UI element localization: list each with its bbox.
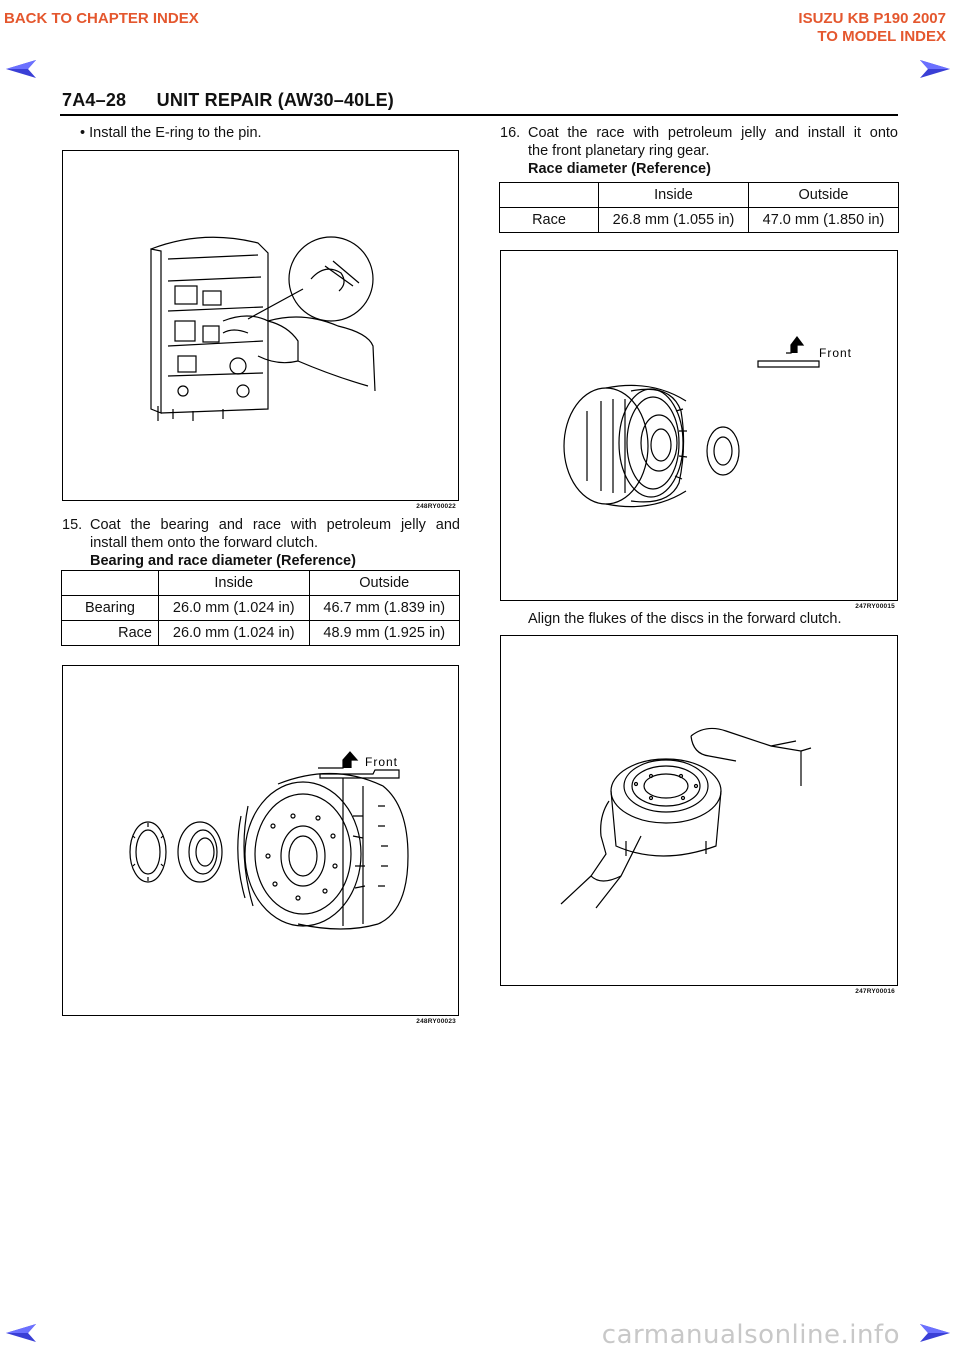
table-row: Bearing 26.0 mm (1.024 in) 46.7 mm (1.83… bbox=[61, 595, 460, 621]
table-header-cell: Outside bbox=[748, 182, 899, 208]
planetary-ring-gear-illustration: Front bbox=[563, 336, 852, 508]
forward-clutch-illustration: Front bbox=[129, 751, 409, 930]
front-label: Front bbox=[819, 346, 852, 360]
table-cell: 48.9 mm (1.925 in) bbox=[308, 620, 460, 646]
table-cell: 26.0 mm (1.024 in) bbox=[158, 620, 310, 646]
table-header-cell: Inside bbox=[158, 570, 310, 596]
front-label: Front bbox=[365, 755, 398, 769]
table-2-title: Race diameter (Reference) bbox=[528, 161, 711, 177]
race-diameter-table: Inside Outside Race 26.8 mm (1.055 in) 4… bbox=[499, 182, 899, 233]
figure-code: 247RY00015 bbox=[855, 603, 895, 610]
header-divider bbox=[60, 114, 898, 116]
page-title: UNIT REPAIR (AW30–40LE) bbox=[156, 90, 394, 110]
model-title: ISUZU KB P190 2007 bbox=[798, 10, 946, 27]
table-cell: Race bbox=[61, 620, 159, 646]
table-cell: 26.0 mm (1.024 in) bbox=[158, 595, 310, 621]
figure-code: 248RY00023 bbox=[416, 1018, 456, 1025]
table-cell: Bearing bbox=[61, 595, 159, 621]
back-to-chapter-index-link[interactable]: BACK TO CHAPTER INDEX bbox=[4, 10, 199, 27]
table-cell: 47.0 mm (1.850 in) bbox=[748, 207, 899, 233]
step-number: 15. bbox=[62, 517, 83, 533]
step-15-line-1: Coat the bearing and race with petroleum… bbox=[90, 517, 460, 533]
table-1-title: Bearing and race diameter (Reference) bbox=[90, 553, 356, 569]
table-header-row: Inside Outside bbox=[61, 570, 460, 596]
table-header-cell bbox=[61, 570, 159, 596]
next-page-arrow-bottom-icon[interactable] bbox=[920, 1324, 950, 1342]
figure-forward-clutch-bearing: Front 248RY00023 bbox=[62, 665, 459, 1025]
table-row: Race 26.8 mm (1.055 in) 47.0 mm (1.850 i… bbox=[499, 207, 899, 233]
e-ring-illustration bbox=[150, 236, 376, 421]
figure-code: 248RY00022 bbox=[416, 503, 456, 510]
step-15-line-2: install them onto the forward clutch. bbox=[90, 535, 319, 551]
figure-front-planetary-race: Front 247RY00015 bbox=[500, 250, 898, 610]
table-header-row: Inside Outside bbox=[499, 182, 899, 208]
table-header-cell: Inside bbox=[598, 182, 749, 208]
align-flukes-text: Align the flukes of the discs in the for… bbox=[528, 611, 842, 627]
watermark: carmanualsonline.info bbox=[601, 1320, 900, 1350]
table-header-cell: Outside bbox=[308, 570, 460, 596]
page-number: 7A4–28 bbox=[62, 90, 127, 110]
next-page-arrow-icon[interactable] bbox=[920, 60, 950, 78]
step-16-line-1: Coat the race with petroleum jelly and i… bbox=[528, 125, 898, 141]
step-15: 15. bbox=[62, 516, 82, 534]
step-bullet-e-ring: • Install the E-ring to the pin. bbox=[80, 125, 262, 141]
previous-page-arrow-icon[interactable] bbox=[6, 60, 36, 78]
step-16-line-2: the front planetary ring gear. bbox=[528, 143, 710, 159]
model-index-block: ISUZU KB P190 2007 TO MODEL INDEX bbox=[798, 10, 946, 46]
table-row: Race 26.0 mm (1.024 in) 48.9 mm (1.925 i… bbox=[61, 620, 460, 646]
step-16-number: 16. bbox=[500, 125, 521, 141]
table-cell: Race bbox=[499, 207, 599, 233]
previous-page-arrow-bottom-icon[interactable] bbox=[6, 1324, 36, 1342]
page-header: 7A4–28 UNIT REPAIR (AW30–40LE) bbox=[62, 90, 394, 111]
align-flukes-illustration bbox=[560, 727, 812, 909]
bearing-race-table: Inside Outside Bearing 26.0 mm (1.024 in… bbox=[61, 570, 460, 646]
to-model-index-link[interactable]: TO MODEL INDEX bbox=[817, 28, 946, 45]
figure-align-flukes: 247RY00016 bbox=[500, 635, 898, 995]
table-cell: 26.8 mm (1.055 in) bbox=[598, 207, 749, 233]
table-cell: 46.7 mm (1.839 in) bbox=[308, 595, 460, 621]
figure-code: 247RY00016 bbox=[855, 988, 895, 995]
figure-e-ring-install: 248RY00022 bbox=[62, 150, 459, 510]
table-header-cell bbox=[499, 182, 599, 208]
